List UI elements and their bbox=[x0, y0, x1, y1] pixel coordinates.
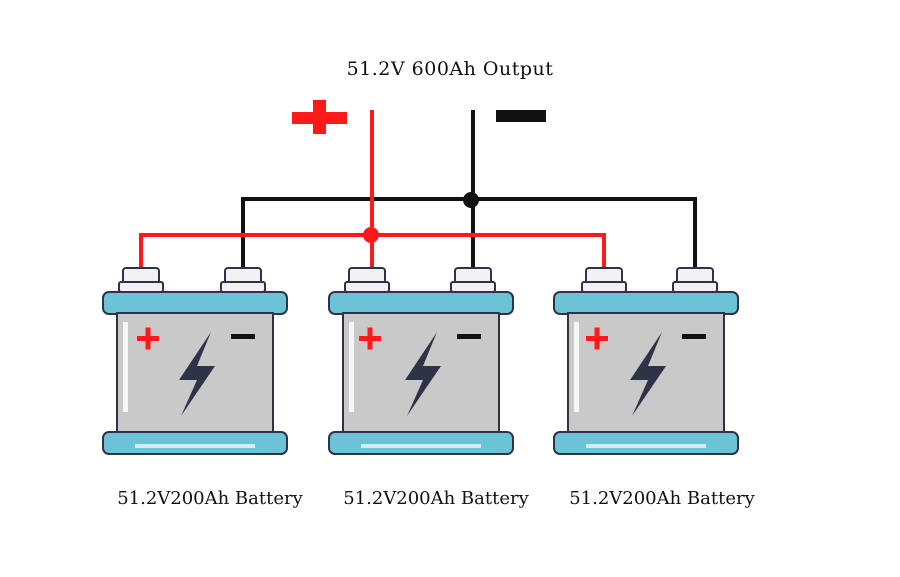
output-title: 51.2V 600Ah Output bbox=[346, 58, 554, 80]
battery-minus-icon bbox=[682, 334, 706, 339]
positive-terminal bbox=[581, 267, 627, 293]
battery-2 bbox=[328, 267, 514, 455]
positive-junction bbox=[363, 227, 379, 243]
battery-bottom-cap bbox=[328, 431, 514, 455]
lightning-bolt-icon bbox=[405, 332, 441, 416]
positive-terminal bbox=[344, 267, 390, 293]
negative-bus-wire bbox=[241, 110, 697, 272]
battery-3 bbox=[553, 267, 739, 455]
battery-2-label: 51.2V200Ah Battery bbox=[343, 488, 529, 509]
battery-plus-icon bbox=[359, 327, 381, 350]
negative-junction bbox=[463, 192, 479, 208]
battery-top-cap bbox=[328, 291, 514, 315]
lightning-bolt-icon bbox=[630, 332, 666, 416]
negative-terminal bbox=[220, 267, 266, 293]
battery-top-cap bbox=[102, 291, 288, 315]
output-negative-symbol bbox=[496, 110, 546, 122]
positive-terminal bbox=[118, 267, 164, 293]
battery-1-label: 51.2V200Ah Battery bbox=[117, 488, 303, 509]
battery-minus-icon bbox=[231, 334, 255, 339]
battery-bottom-cap bbox=[102, 431, 288, 455]
battery-plus-icon bbox=[137, 327, 159, 350]
battery-plus-icon bbox=[586, 327, 608, 350]
battery-top-cap bbox=[553, 291, 739, 315]
negative-terminal bbox=[450, 267, 496, 293]
battery-3-label: 51.2V200Ah Battery bbox=[569, 488, 755, 509]
battery-minus-icon bbox=[457, 334, 481, 339]
positive-bus-wire bbox=[139, 110, 606, 272]
lightning-bolt-icon bbox=[179, 332, 215, 416]
output-positive-symbol bbox=[292, 100, 347, 134]
battery-1 bbox=[102, 267, 288, 455]
battery-bottom-cap bbox=[553, 431, 739, 455]
negative-terminal bbox=[672, 267, 718, 293]
